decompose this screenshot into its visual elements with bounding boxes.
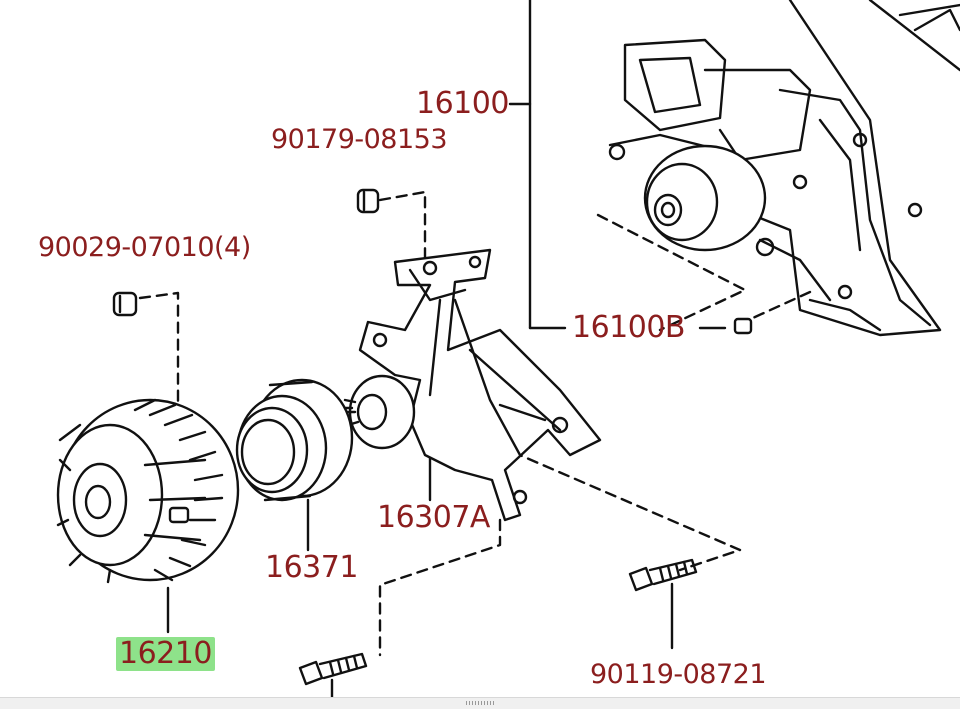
label-gasket[interactable]: 16100B — [572, 310, 686, 345]
nut-upper-shape — [356, 188, 380, 214]
pulley-shape — [235, 378, 354, 502]
label-fan-clutch[interactable]: 16210 — [116, 637, 215, 671]
fan-clutch-shape — [56, 398, 240, 584]
label-nut-upper[interactable]: 90179-08153 — [271, 124, 448, 155]
leader-lines — [166, 0, 727, 702]
label-bracket[interactable]: 16307A — [377, 500, 490, 535]
gasket-shape — [733, 317, 753, 335]
label-pulley[interactable]: 16371 — [265, 550, 358, 585]
bottom-scroll-bar[interactable] — [0, 697, 960, 709]
dashed-lines — [138, 190, 812, 657]
nut-left-shape — [112, 291, 138, 317]
water-pump-shape — [608, 0, 960, 337]
bolt-bottom-shape — [298, 652, 368, 686]
bolt-right-shape — [628, 558, 698, 592]
label-nut-left[interactable]: 90029-07010(4) — [38, 232, 251, 263]
resize-grip-icon[interactable] — [466, 701, 494, 705]
label-bolt[interactable]: 90119-08721 — [590, 659, 767, 690]
bracket-shape — [338, 248, 602, 522]
label-water-pump[interactable]: 16100 — [416, 86, 509, 121]
